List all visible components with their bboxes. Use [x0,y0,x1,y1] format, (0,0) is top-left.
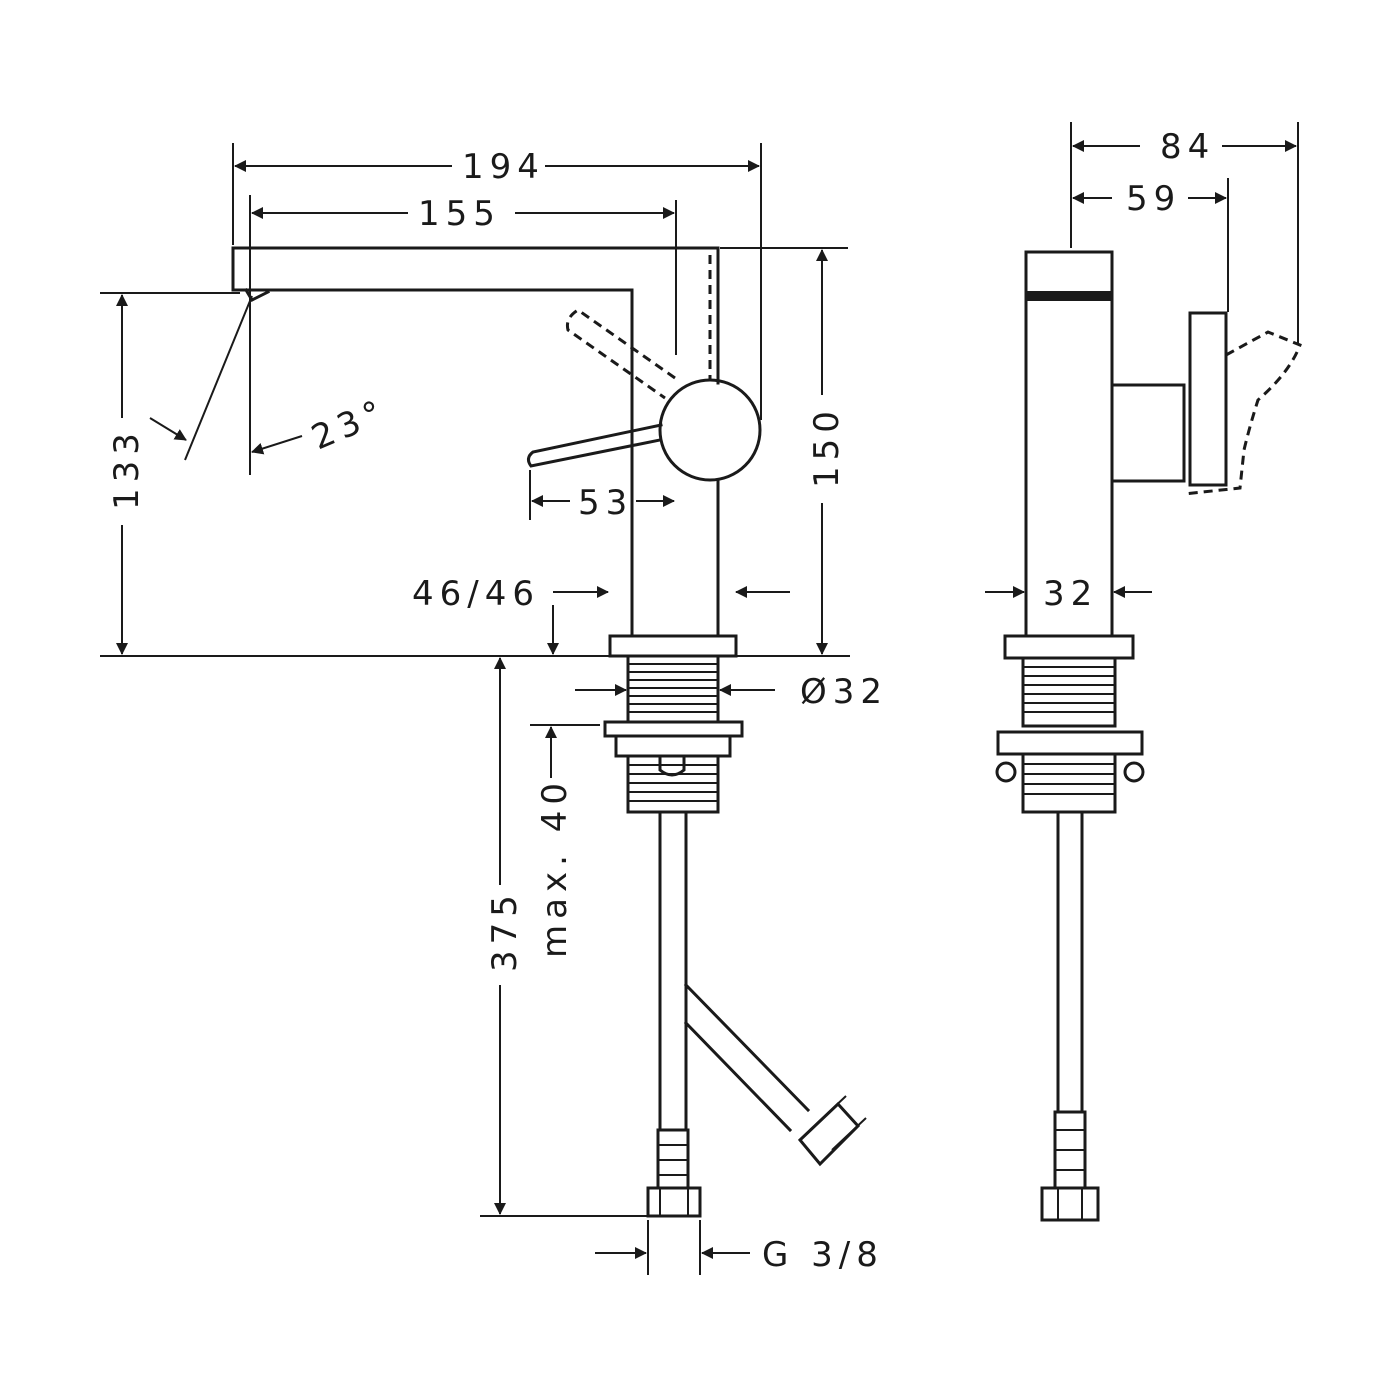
side-hose-ferrule [1040,1110,1100,1222]
label-lever-length: 53 [578,483,633,523]
spout-outlet [243,287,271,302]
label-total-height: 150 [807,405,847,488]
hose-nut-straight [646,1186,702,1218]
label-side-width: 32 [1043,574,1098,614]
label-spout-reach: 155 [418,194,501,234]
cartridge-housing [658,378,762,482]
label-shank-diameter: Ø32 [800,672,888,712]
label-spout-angle: 23° [306,391,394,458]
side-lever-open-position [1183,330,1302,496]
lever [526,423,663,468]
lever-open-position [566,308,676,400]
label-thickness: 46/46 [412,574,540,614]
front-view [231,200,867,1218]
side-mounting-plate [996,730,1144,756]
label-side-lever: 59 [1126,179,1181,219]
side-band [1026,291,1112,301]
mounting-washer [614,734,732,758]
hose-ferrule-straight [646,1128,702,1218]
label-hose-length: 375 [485,889,525,972]
spout [231,246,720,638]
label-max-countertop: max. 40 [535,777,575,958]
label-spout-height: 133 [107,427,147,510]
side-cartridge [1110,383,1186,483]
side-threaded-shank [1021,656,1117,728]
side-lower-thread [1021,752,1117,814]
side-fixing-screw-left [995,761,1017,783]
threaded-shank [626,654,720,724]
dimension-lines [100,122,1299,1275]
side-lever [1188,311,1228,487]
lower-thread [626,754,720,814]
label-total-width: 194 [462,147,545,187]
mounting-plate [603,720,744,738]
side-flange [1003,634,1135,660]
label-connection: G 3/8 [762,1235,884,1275]
supply-hose-straight [658,810,688,1132]
side-view [995,250,1302,1222]
side-supply-hose [1056,810,1084,1114]
side-fixing-screw-right [1123,761,1145,783]
base-flange [608,634,738,658]
supply-hose-angled [683,982,811,1133]
hose-nut-angled [797,1095,867,1167]
label-side-depth: 84 [1160,127,1215,167]
